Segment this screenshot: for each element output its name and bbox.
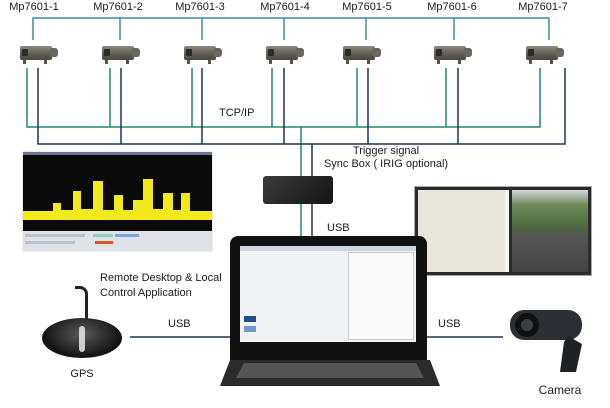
laptop-icon	[230, 236, 427, 364]
unit-label-6: Mp7601-6	[427, 1, 477, 13]
unit-label-4: Mp7601-4	[260, 1, 310, 13]
remote-desktop-label-line1: Remote Desktop & Local	[100, 272, 222, 284]
mp7601-unit-icon	[184, 44, 222, 64]
gps-label: GPS	[70, 368, 94, 380]
spectrum-analyzer-screenshot	[23, 152, 212, 251]
sync-bus-line	[37, 68, 566, 145]
spectrum-trace	[23, 179, 212, 220]
gps-receiver-icon	[42, 318, 122, 358]
unit-label-1: Mp7601-1	[9, 1, 59, 13]
map-view	[418, 190, 505, 272]
syncbox-usb-label: USB	[327, 222, 350, 234]
mp7601-unit-icon	[434, 44, 472, 64]
map-and-camera-screenshot	[414, 186, 592, 276]
spectrum-control-panel	[23, 231, 212, 251]
gps-antenna-icon	[75, 286, 88, 323]
mp7601-unit-icon	[20, 44, 58, 64]
trigger-signal-label: Trigger signal	[352, 145, 420, 157]
unit-label-2: Mp7601-2	[93, 1, 143, 13]
laptop-keyboard-base	[220, 360, 440, 386]
webcam-icon	[510, 310, 582, 372]
gps-usb-label: USB	[168, 318, 191, 330]
remote-desktop-label-line2: Control Application	[100, 287, 192, 299]
unit-label-3: Mp7601-3	[175, 1, 225, 13]
sync-box-icon	[263, 176, 333, 204]
control-application-window	[240, 246, 416, 342]
unit-label-5: Mp7601-5	[342, 1, 392, 13]
road-camera-view	[512, 190, 588, 272]
mp7601-unit-icon	[102, 44, 140, 64]
mp7601-unit-icon	[266, 44, 304, 64]
sync-box-label: Sync Box ( IRIG optional)	[323, 158, 449, 170]
unit-label-7: Mp7601-7	[518, 1, 568, 13]
mp7601-unit-icon	[343, 44, 381, 64]
camera-usb-label: USB	[438, 318, 461, 330]
tcp-ip-label: TCP/IP	[219, 107, 255, 119]
camera-label: Camera	[538, 383, 582, 397]
mp7601-unit-icon	[526, 44, 564, 64]
top-bus-line	[32, 17, 550, 40]
